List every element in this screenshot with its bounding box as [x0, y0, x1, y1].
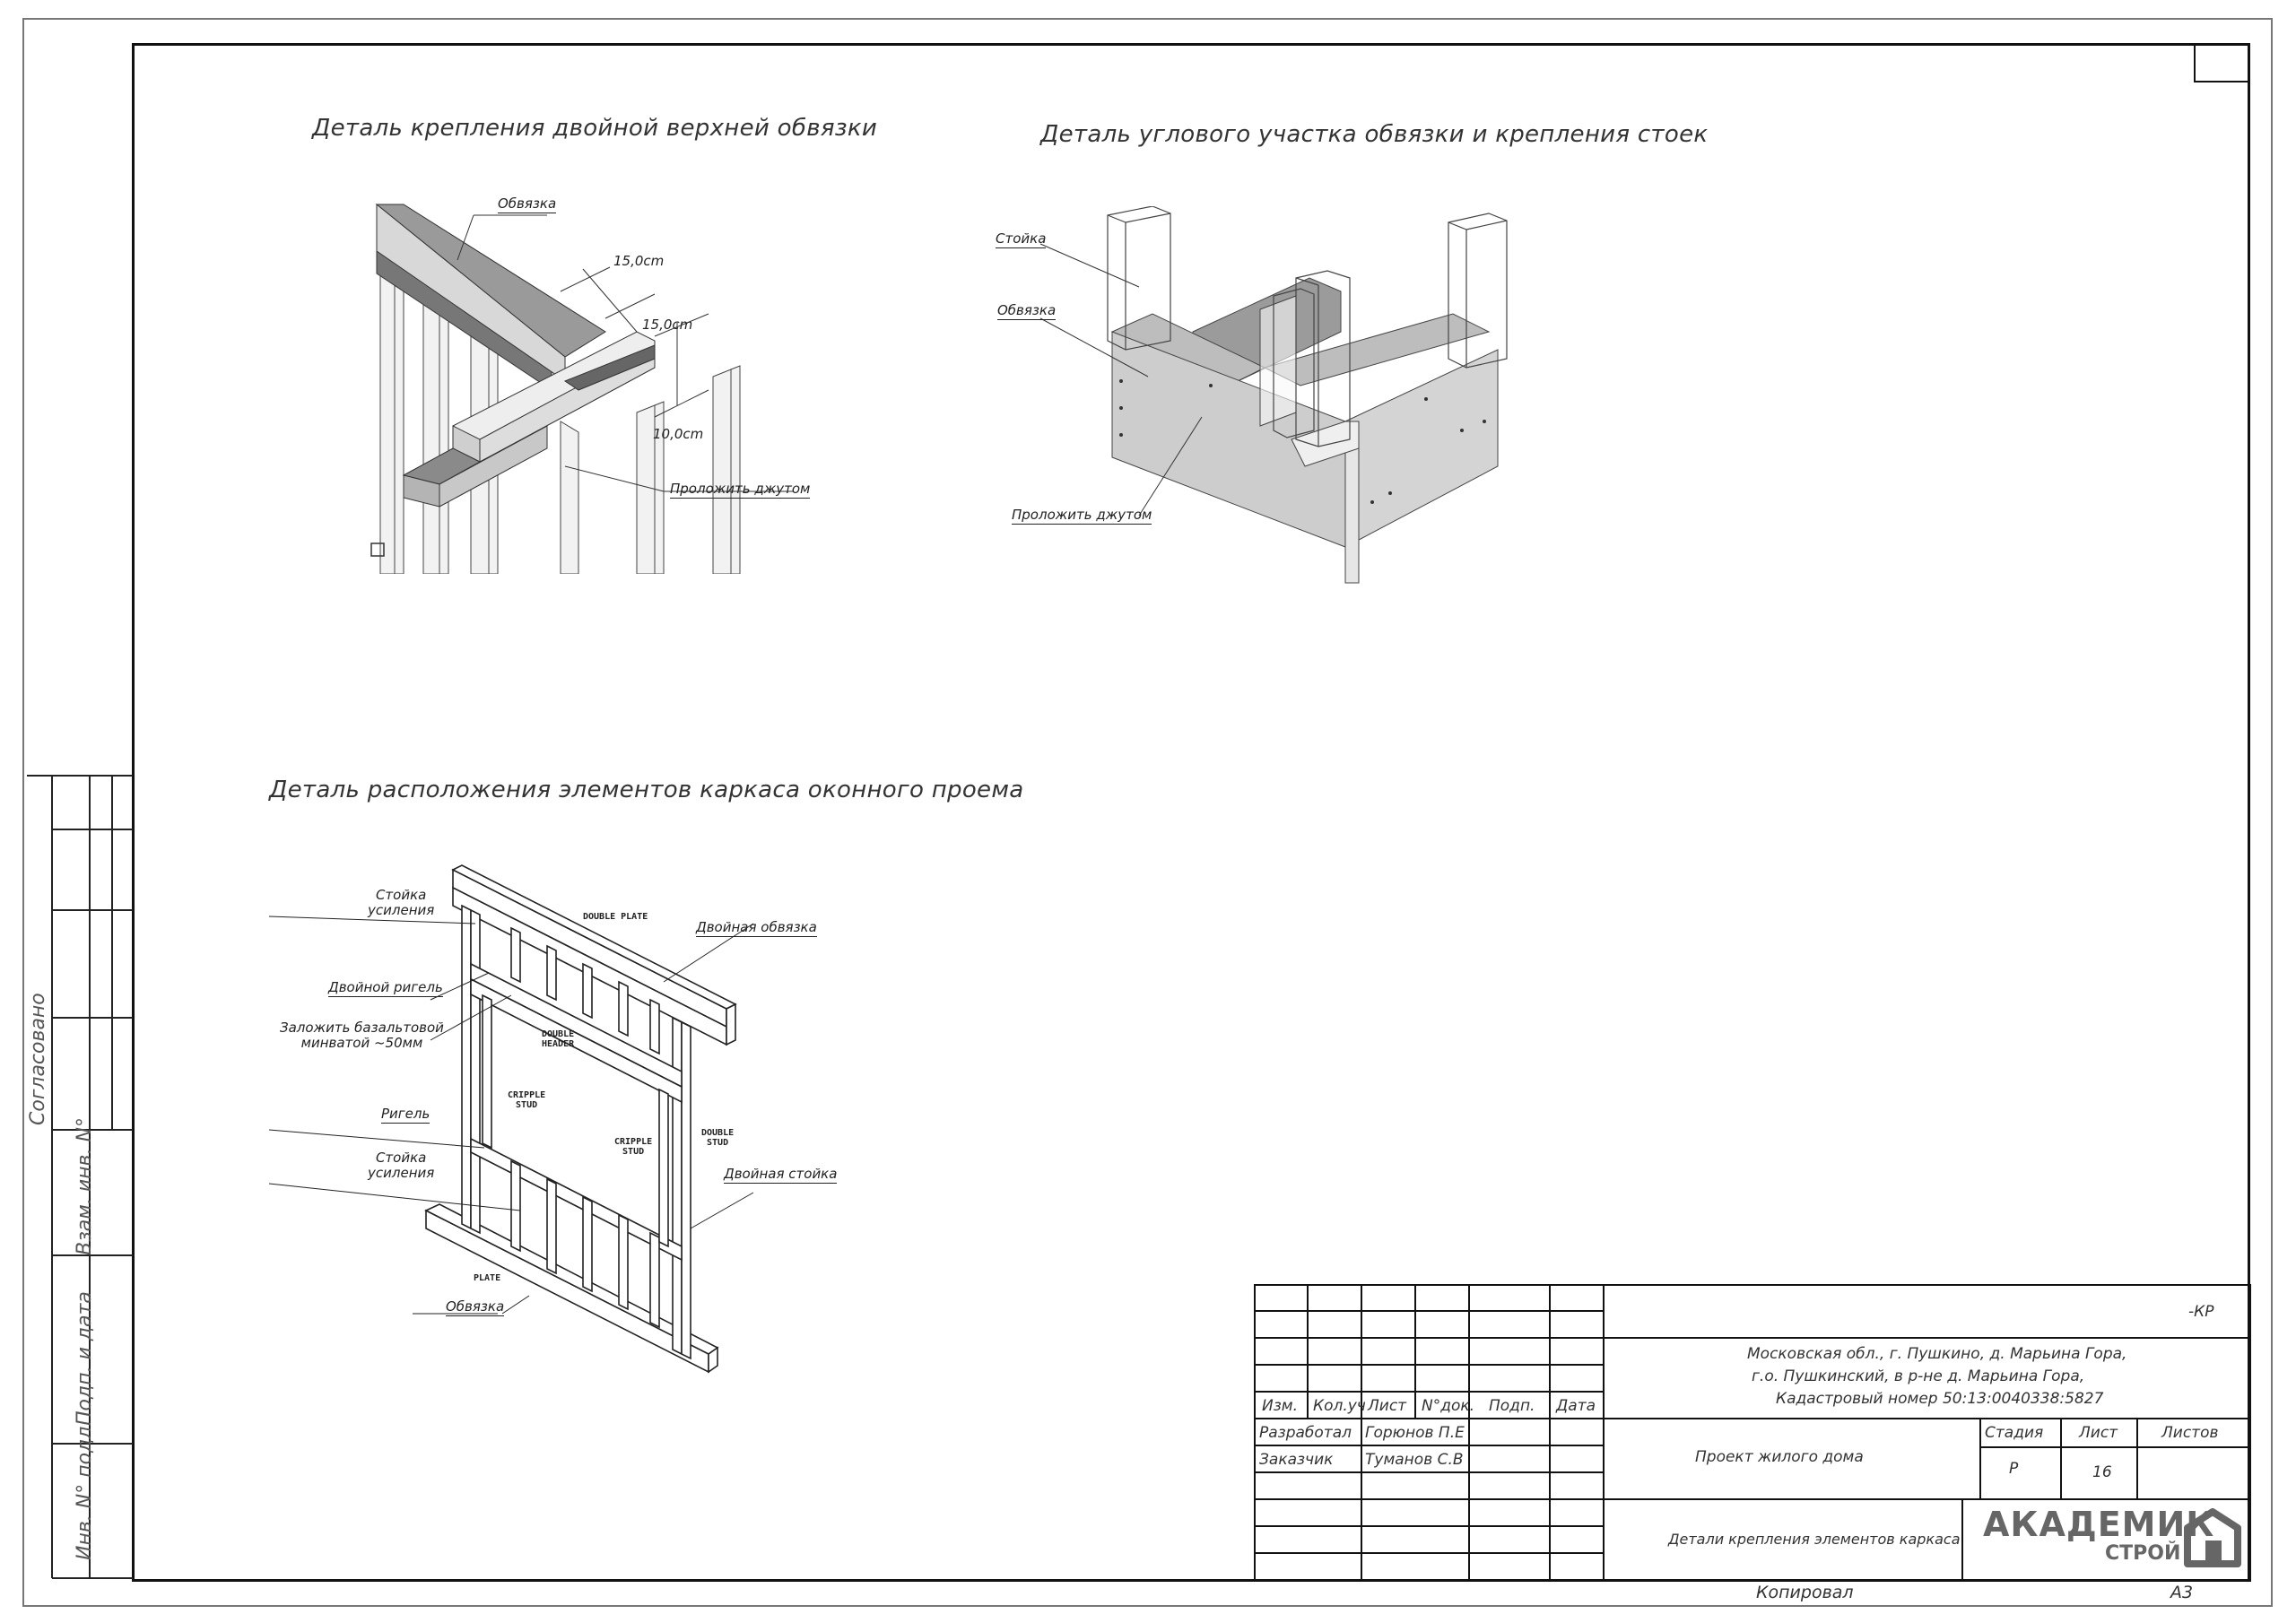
stamp-header-n-dok: N°док. [1422, 1397, 1475, 1415]
detail3-label-double-stud: DOUBLE STUD [701, 1128, 735, 1148]
stamp-razrabotal-name: Горюнов П.Е [1365, 1424, 1465, 1442]
stamp-list-label: Лист [2079, 1424, 2118, 1442]
stamp-zakazchik-label: Заказчик [1259, 1451, 1334, 1469]
detail3-label-stoika-usil-bottom: Стойка усиления [368, 1150, 435, 1181]
detail1-label-dzhut: Проложить джутом [670, 481, 811, 499]
stamp-sheet-title: Детали крепления элементов каркаса [1668, 1531, 1961, 1548]
stamp-address-line3: Кадастровый номер 50:13:0040338:5827 [1776, 1390, 2104, 1408]
detail3-label-cripple-stud-2: CRIPPLE STUD [614, 1137, 653, 1157]
sheet-inner-frame [132, 43, 2250, 1582]
footer-kopiroval: Копировал [1756, 1583, 1854, 1602]
detail3-drawing [269, 864, 754, 1374]
side-label-vzam-inv: Взам. инв. N° [74, 1117, 96, 1255]
detail1-title: Деталь крепления двойной верхней обвязки [312, 115, 878, 142]
sheet-outer-border [22, 18, 2273, 1607]
side-label-inv-podl: Инв. N° подл. [74, 1419, 96, 1560]
detail2-title: Деталь углового участка обвязки и крепле… [1040, 121, 1709, 148]
stamp-header-list: Лист [1368, 1397, 1407, 1415]
detail1-dim-3: 10,0cm [653, 426, 704, 442]
stamp-header-data: Дата [1556, 1397, 1596, 1415]
corner-box [2194, 45, 2249, 82]
detail2-drawing [1039, 206, 1508, 584]
detail2-label-stoika: Стойка [996, 230, 1047, 248]
side-label-soglasovano: Согласовано [27, 993, 49, 1125]
detail1-dim-2: 15,0cm [642, 317, 693, 333]
detail3-label-dvoinaya-obvyazka: Двойная обвязка [696, 919, 817, 937]
detail3-label-cripple-stud-1: CRIPPLE STUD [508, 1090, 546, 1110]
stamp-stadiya-label: Стадия [1985, 1424, 2044, 1442]
stamp-zakazchik-name: Туманов С.В [1365, 1451, 1464, 1469]
stamp-stadiya-value: Р [2009, 1460, 2019, 1478]
stamp-listov-label: Листов [2161, 1424, 2219, 1442]
left-approval-strip [27, 775, 133, 1579]
house-icon [2184, 1508, 2241, 1567]
stamp-address-line1: Московская обл., г. Пушкино, д. Марьина … [1747, 1345, 2127, 1363]
detail3-title: Деталь расположения элементов каркаса ок… [269, 777, 1024, 803]
stamp-header-kol-uch: Кол.уч [1313, 1397, 1366, 1415]
stamp-header-podp: Подп. [1489, 1397, 1535, 1415]
side-label-podp-data: Подп. и дата [74, 1291, 96, 1426]
stamp-code: -КР [2188, 1303, 2214, 1321]
logo-sub-text: СТРОЙ [2105, 1542, 2181, 1565]
detail3-label-plate: PLATE [474, 1273, 501, 1283]
detail3-label-obvyazka: Обвязка [446, 1298, 505, 1316]
detail3-label-rigel: Ригель [381, 1106, 430, 1124]
detail1-drawing [370, 203, 794, 574]
detail2-label-dzhut: Проложить джутом [1012, 507, 1152, 525]
detail3-label-dvoinaya-stoika: Двойная стойка [724, 1166, 838, 1184]
footer-format: А3 [2170, 1583, 2194, 1602]
detail2-label-obvyazka: Обвязка [997, 302, 1057, 320]
stamp-project-name: Проект жилого дома [1695, 1448, 1864, 1466]
detail3-label-dvoinoi-rigel: Двойной ригель [328, 979, 443, 997]
detail1-label-obvyazka: Обвязка [498, 195, 557, 213]
detail3-label-double-header: DOUBLE HEADER [542, 1029, 575, 1049]
detail3-label-zalozhit: Заложить базальтовой минватой ~50мм [280, 1020, 444, 1051]
detail3-label-stoika-usil-top: Стойка усиления [368, 887, 435, 918]
stamp-header-izm: Изм. [1262, 1397, 1298, 1415]
logo-main-text: АКАДЕМИК [1983, 1505, 2215, 1544]
detail3-label-double-plate: DOUBLE PLATE [583, 912, 648, 922]
company-logo: АКАДЕМИК СТРОЙ [1978, 1505, 2247, 1576]
detail1-dim-1: 15,0cm [613, 253, 665, 269]
stamp-razrabotal-label: Разработал [1259, 1424, 1352, 1442]
stamp-list-value: 16 [2092, 1463, 2112, 1481]
stamp-address-line2: г.о. Пушкинский, в р-не д. Марьина Гора, [1752, 1367, 2085, 1385]
title-block-grid [1254, 1284, 2251, 1582]
